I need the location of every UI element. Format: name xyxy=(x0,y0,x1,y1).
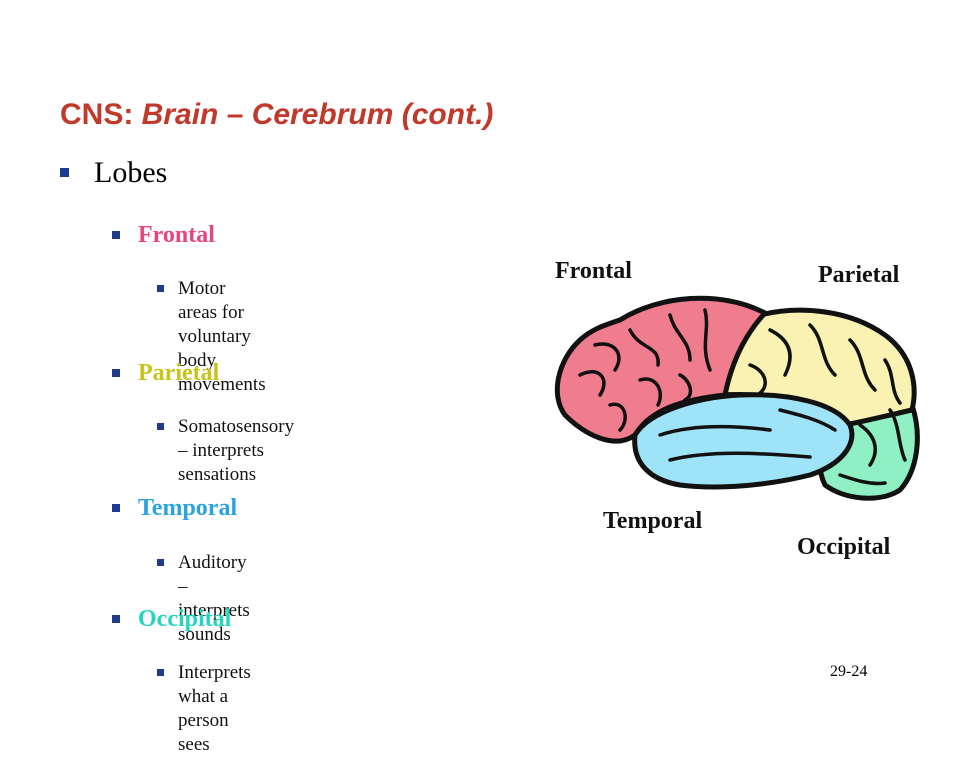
title-sub: Brain – Cerebrum (cont.) xyxy=(141,98,494,131)
lobe-occipital-name: Occipital xyxy=(138,606,232,632)
bullet-square-icon xyxy=(157,423,164,430)
lobe-frontal-name: Frontal xyxy=(138,222,215,248)
bullet-square-icon xyxy=(157,669,164,676)
bullet-square-icon xyxy=(157,559,164,566)
bullet-square-icon xyxy=(112,615,120,623)
slide-title: CNS: Brain – Cerebrum (cont.) xyxy=(60,98,493,132)
title-main: CNS: xyxy=(60,98,142,131)
lobe-parietal-name: Parietal xyxy=(138,360,220,386)
lobe-frontal-desc: Motor areas for voluntary body movements xyxy=(178,278,266,395)
lobe-temporal-name: Temporal xyxy=(138,495,238,521)
bullet-square-icon xyxy=(112,369,120,377)
diagram-label-frontal: Frontal xyxy=(555,258,632,284)
brain-diagram xyxy=(554,295,920,501)
diagram-label-occipital: Occipital xyxy=(797,534,891,560)
bullet-square-icon xyxy=(157,285,164,292)
bullet-square-icon xyxy=(112,231,120,239)
lobe-parietal-desc: Somatosensory – interprets sensations xyxy=(178,416,295,485)
page-number: 29-24 xyxy=(830,663,868,680)
bullet-lobes-label: Lobes xyxy=(94,156,168,189)
diagram-label-temporal: Temporal xyxy=(603,508,703,534)
diagram-label-parietal: Parietal xyxy=(818,262,900,288)
lobe-temporal-desc: Auditory – interprets sounds xyxy=(178,552,250,645)
bullet-square-icon xyxy=(112,504,120,512)
bullet-square-icon xyxy=(60,168,69,177)
lobe-occipital-desc: Interprets what a person sees xyxy=(178,662,251,755)
temporal-lobe xyxy=(632,392,855,490)
